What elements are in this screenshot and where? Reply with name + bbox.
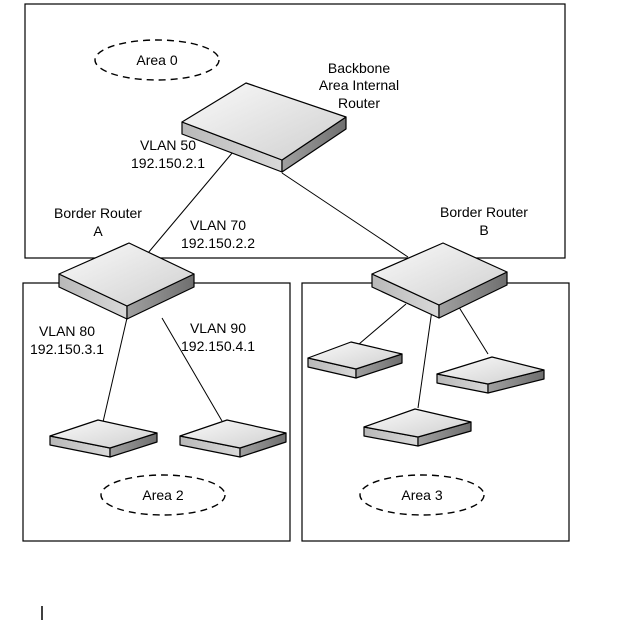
- border-router-b-top-face: [371, 242, 508, 306]
- area3-label: Area 3: [401, 487, 442, 503]
- area2-label: Area 2: [142, 487, 183, 503]
- border-router-b: [371, 242, 508, 319]
- link-b-area3-mid: [417, 309, 433, 409]
- vlan80-name: VLAN 80: [39, 323, 95, 339]
- backbone-router-top-face: [181, 82, 347, 161]
- area0-boundary: [24, 3, 566, 259]
- border-router-b-label-1: Border Router: [440, 204, 528, 220]
- area2-device-left-top-face: [49, 419, 158, 449]
- area2-ellipse: [100, 474, 226, 516]
- area3-device-bottom-top-face: [363, 408, 472, 438]
- vlan90-name: VLAN 90: [190, 320, 246, 336]
- area0-ellipse: [94, 39, 220, 81]
- area2-device-right: [179, 419, 287, 458]
- area2-device-right-top-face: [179, 419, 287, 449]
- backbone-router-label-1: Backbone: [328, 60, 390, 76]
- link-vlan90: [161, 317, 223, 422]
- border-router-a-label-1: Border Router: [54, 205, 142, 221]
- border-router-a-top-face: [58, 242, 195, 307]
- area0-label: Area 0: [136, 52, 177, 68]
- link-b-area3-left: [351, 303, 407, 351]
- vlan70-name: VLAN 70: [190, 217, 246, 233]
- area3-device-right-top-face: [436, 356, 545, 385]
- area3-ellipse: [359, 474, 485, 516]
- vlan50-name: VLAN 50: [140, 137, 196, 153]
- border-router-a: [58, 242, 195, 320]
- vlan50-ip: 192.150.2.1: [131, 155, 205, 171]
- link-vlan80: [102, 317, 128, 423]
- link-backbone-b: [281, 172, 409, 258]
- links: [102, 151, 489, 423]
- border-router-b-label-2: B: [479, 222, 488, 238]
- area3-device-right: [436, 356, 545, 394]
- backbone-router-label-2: Area Internal: [319, 77, 399, 93]
- vlan80-ip: 192.150.3.1: [30, 341, 104, 357]
- backbone-router: [181, 82, 347, 173]
- backbone-router-label-3: Router: [338, 95, 380, 111]
- area3-device-bottom: [363, 408, 472, 447]
- vlan90-ip: 192.150.4.1: [181, 338, 255, 354]
- link-b-area3-right: [456, 303, 489, 355]
- area2-device-left: [49, 419, 158, 458]
- border-router-a-label-2: A: [93, 223, 103, 239]
- area3-device-left: [307, 341, 403, 379]
- link-vlan70: [147, 151, 234, 254]
- vlan70-ip: 192.150.2.2: [181, 235, 255, 251]
- area3-device-left-top-face: [307, 341, 403, 370]
